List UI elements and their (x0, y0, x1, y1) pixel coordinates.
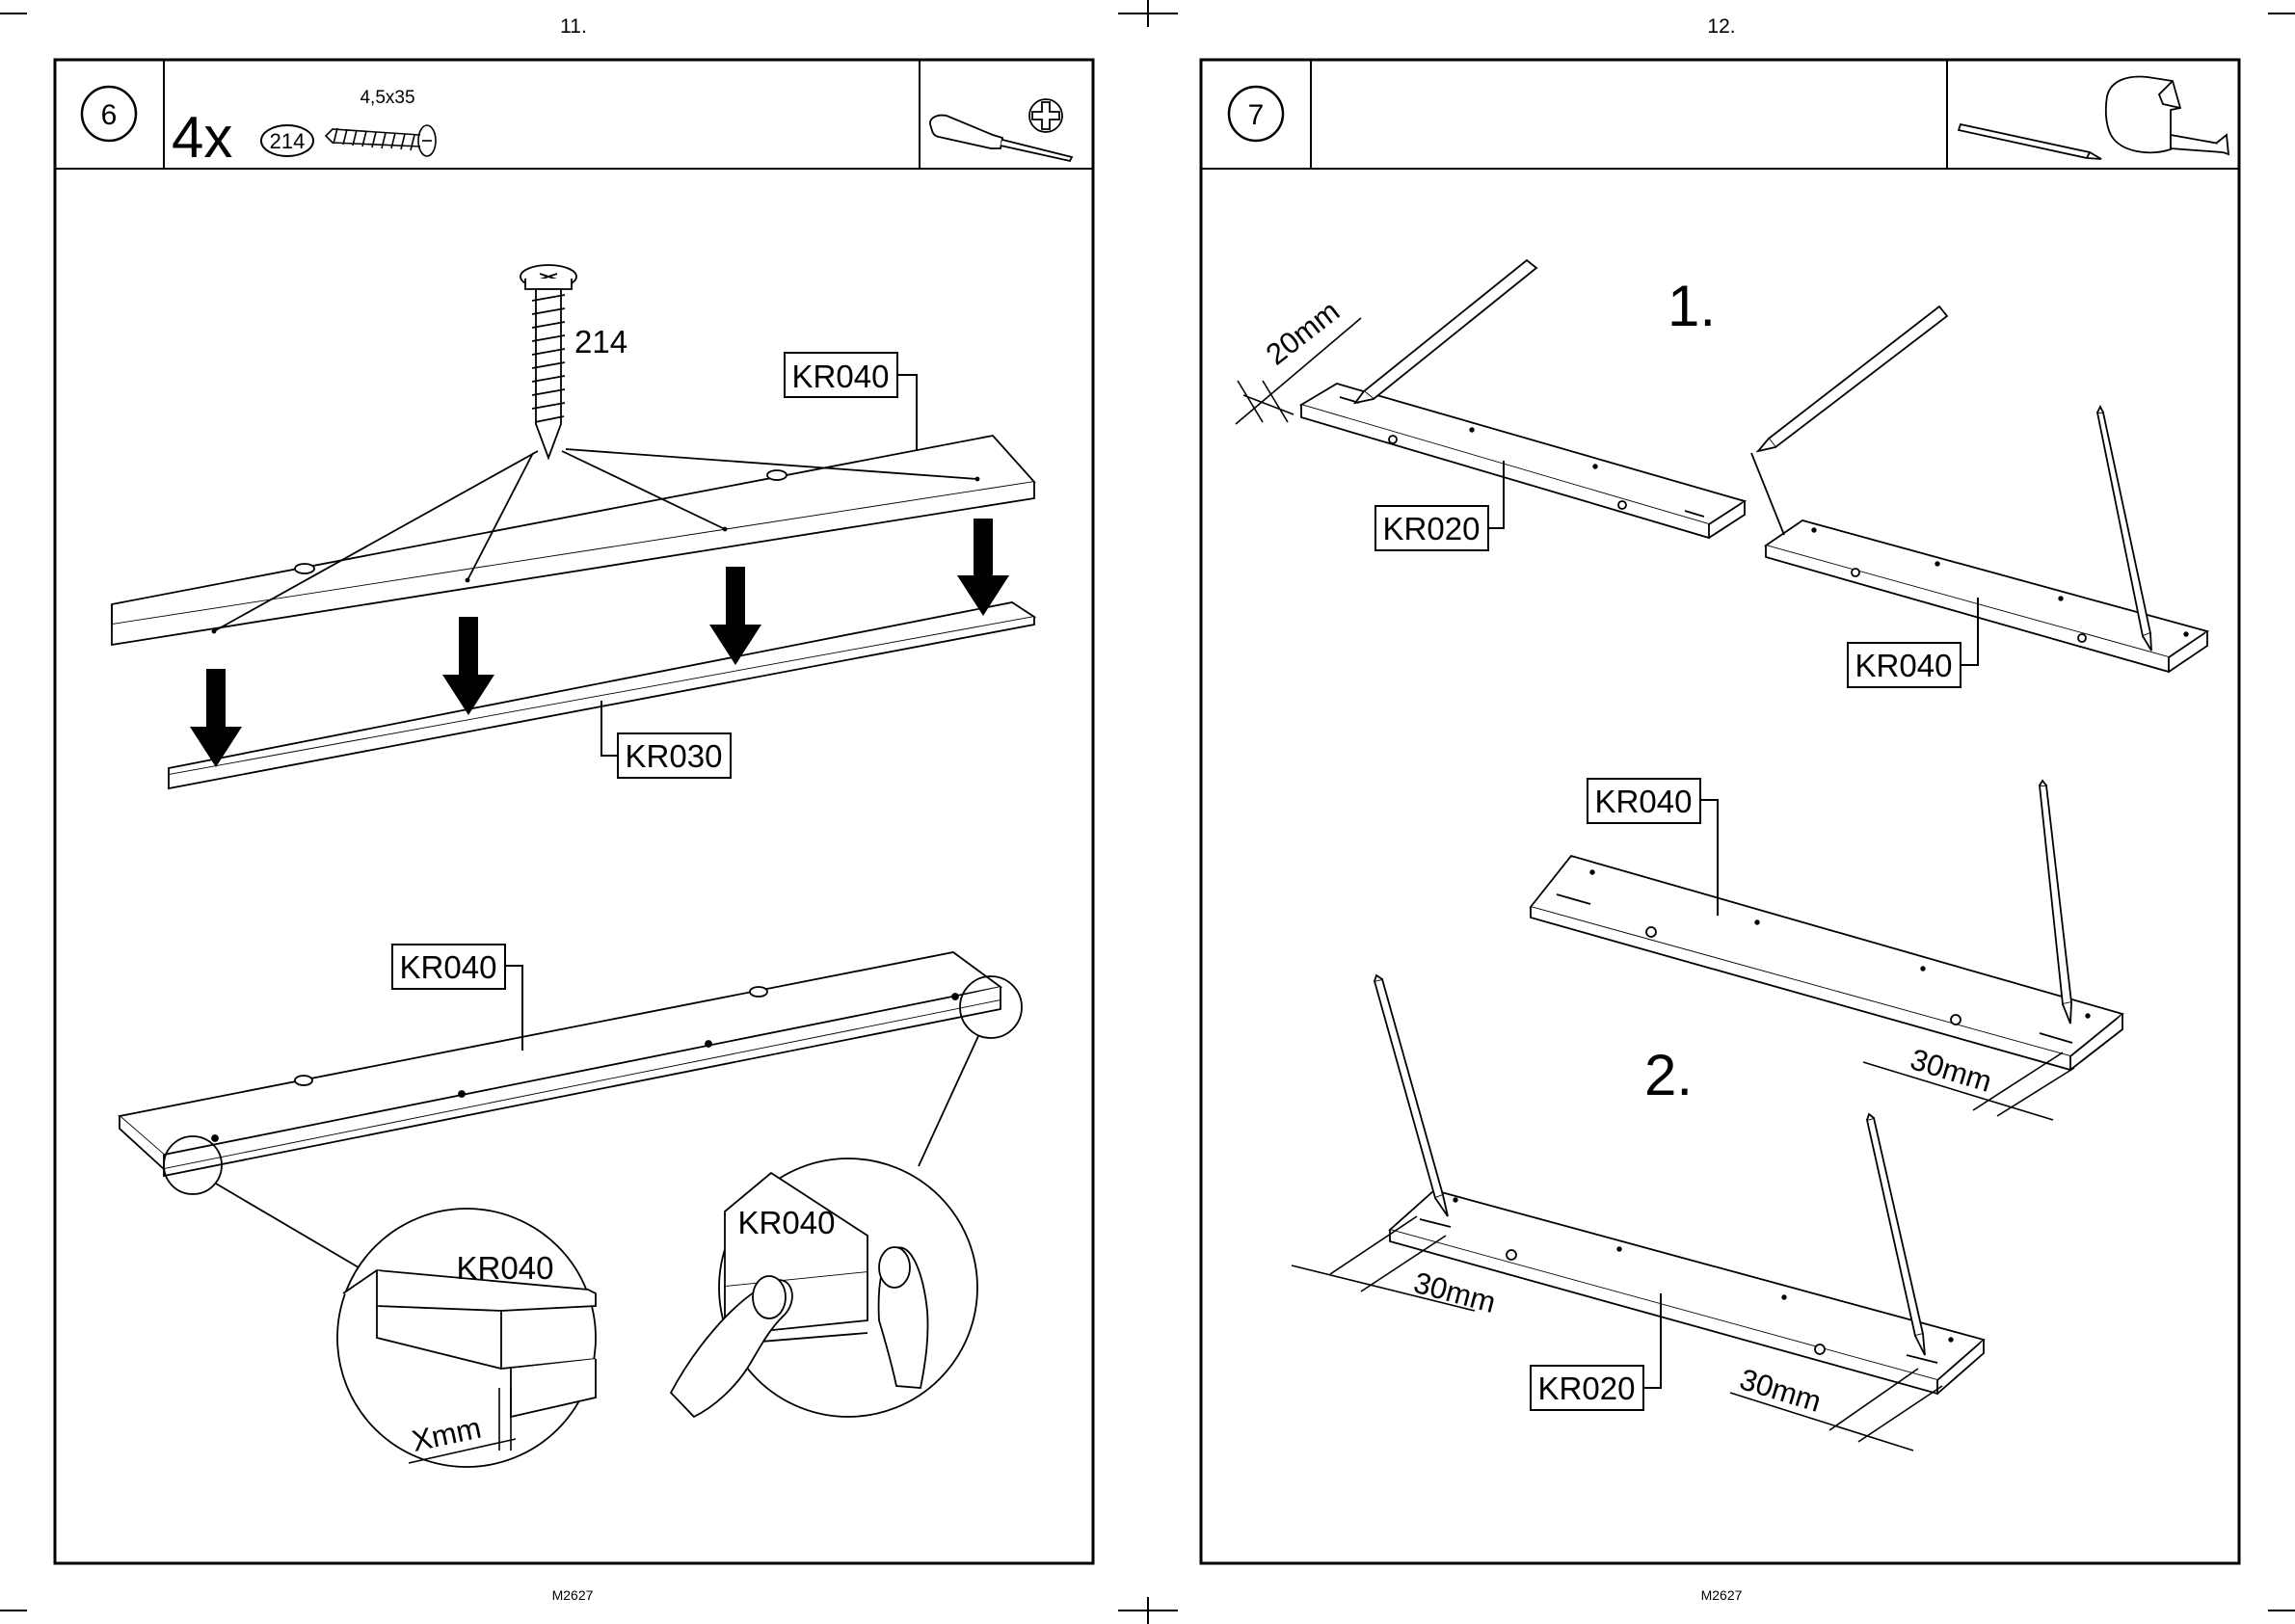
label-kr040-top: KR040 (792, 359, 890, 394)
board-kr040-step2 (1531, 856, 2122, 1070)
label-kr040-step1: KR040 (1855, 648, 1953, 683)
step-number: 6 (101, 99, 118, 131)
footer-code-left: M2627 (552, 1587, 594, 1603)
dim-20mm: 20mm (1260, 294, 1346, 372)
board-kr030-bottom (169, 602, 1034, 788)
screw-214-label: 214 (574, 324, 627, 359)
step-number: 7 (1248, 99, 1265, 131)
step-6-panel: 6 4x 214 4,5x35 (55, 60, 1093, 1563)
page-number-left: 11. (560, 15, 587, 38)
label-kr020-step2: KR020 (1538, 1371, 1636, 1406)
pencil-icon (2040, 781, 2071, 1024)
dim-30mm-top: 30mm (1907, 1042, 1996, 1099)
screwdriver-icon (930, 116, 1072, 161)
part-ref-number: 214 (270, 129, 306, 153)
footer-code-right: M2627 (1701, 1587, 1743, 1603)
phillips-head-icon (1029, 99, 1062, 132)
pencil-icon (1959, 124, 2101, 159)
board-kr040-top (112, 436, 1034, 645)
label-kr030: KR030 (626, 738, 723, 774)
board-kr020-step1 (1301, 384, 1745, 538)
tape-measure-icon (2106, 77, 2228, 154)
label-kr020-step1: KR020 (1383, 511, 1481, 546)
step-7-panel: 7 1. 2. (1201, 60, 2239, 1563)
label-kr040-step2: KR040 (1595, 784, 1693, 819)
sub-step-one: 1. (1668, 274, 1716, 338)
pencil-leader (1751, 453, 1784, 535)
dim-30mm-bottom: 30mm (1736, 1362, 1826, 1419)
dim-30mm-left: 30mm (1410, 1265, 1499, 1319)
label-kr040-zoom-right: KR040 (738, 1205, 836, 1240)
pencil-icon (1758, 306, 1947, 451)
screw-size: 4,5x35 (360, 88, 414, 108)
label-kr040-zoom-left: KR040 (457, 1250, 554, 1286)
label-kr040-assembled: KR040 (400, 949, 497, 985)
board-kr040-assembled (120, 952, 1001, 1176)
pencil-icon (1374, 975, 1448, 1216)
sub-step-two: 2. (1644, 1043, 1693, 1107)
screw-icon (326, 125, 436, 156)
page-number-right: 12. (1707, 15, 1735, 38)
screw-214-icon (520, 265, 576, 458)
screw-quantity: 4x (172, 105, 232, 170)
pencil-icon (1355, 260, 1536, 403)
